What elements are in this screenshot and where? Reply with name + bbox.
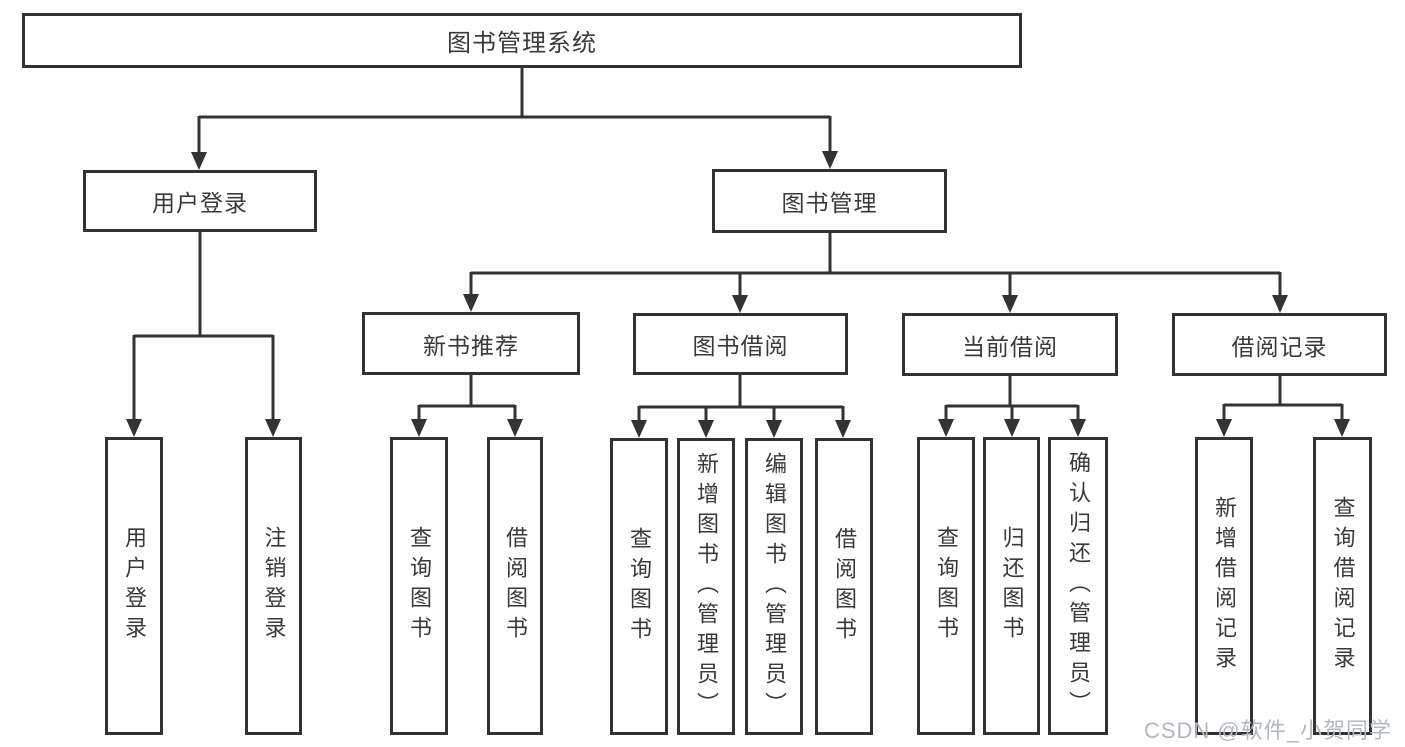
connector-current-borrow-children xyxy=(938,376,1086,437)
leaf-add-borrow-record: 新增借阅记录 xyxy=(1195,437,1253,735)
node-library-management-system: 图书管理系统 xyxy=(22,13,1022,68)
leaf-return-books: 归还图书 xyxy=(983,437,1040,735)
leaf-query-borrow-record: 查询借阅记录 xyxy=(1313,437,1372,735)
arrow-down-icon xyxy=(1002,295,1018,313)
connector-borrow-records-children xyxy=(1216,376,1350,437)
connector-new-book-rec-children xyxy=(411,375,523,437)
arrow-down-icon xyxy=(507,419,523,437)
arrow-down-icon xyxy=(1004,419,1020,437)
leaf-add-books-admin: 新增图书（管理员） xyxy=(677,438,735,735)
connector-user-login-children xyxy=(126,232,281,437)
leaf-query-books: 查询图书 xyxy=(390,437,448,735)
arrow-down-icon xyxy=(265,419,281,437)
arrow-down-icon xyxy=(631,420,647,438)
connector-root-to-level2 xyxy=(191,66,838,170)
node-new-book-recommendation: 新书推荐 xyxy=(362,312,580,375)
arrow-down-icon xyxy=(411,419,427,437)
connector-book-mgmt-to-level3 xyxy=(463,233,1288,313)
arrow-down-icon xyxy=(1216,419,1232,437)
arrow-down-icon xyxy=(463,294,479,312)
leaf-user-login: 用户登录 xyxy=(105,437,163,735)
arrow-down-icon xyxy=(1070,419,1086,437)
leaf-query-books: 查询图书 xyxy=(917,437,975,735)
leaf-logout: 注销登录 xyxy=(245,437,302,735)
node-book-borrowing: 图书借阅 xyxy=(633,313,848,375)
node-current-borrowing: 当前借阅 xyxy=(902,313,1118,376)
arrow-down-icon xyxy=(1272,295,1288,313)
node-user-login: 用户登录 xyxy=(83,170,317,232)
arrow-down-icon xyxy=(822,151,838,169)
arrow-down-icon xyxy=(766,420,782,438)
arrow-down-icon xyxy=(698,420,714,438)
leaf-query-books: 查询图书 xyxy=(610,438,668,735)
leaf-confirm-return-admin: 确认归还（管理员） xyxy=(1048,437,1108,735)
node-borrowing-records: 借阅记录 xyxy=(1172,313,1387,376)
leaf-edit-books-admin: 编辑图书（管理员） xyxy=(745,438,803,735)
arrow-down-icon xyxy=(835,420,851,438)
connector-book-borrow-children xyxy=(631,375,851,438)
arrow-down-icon xyxy=(732,295,748,313)
arrow-down-icon xyxy=(1334,419,1350,437)
csdn-watermark: CSDN @软件_小贺同学 xyxy=(1143,718,1392,743)
arrow-down-icon xyxy=(191,152,207,170)
leaf-borrow-books: 借阅图书 xyxy=(487,437,543,735)
arrow-down-icon xyxy=(938,419,954,437)
node-book-management: 图书管理 xyxy=(712,169,947,233)
arrow-down-icon xyxy=(126,419,142,437)
leaf-borrow-books: 借阅图书 xyxy=(815,438,873,735)
